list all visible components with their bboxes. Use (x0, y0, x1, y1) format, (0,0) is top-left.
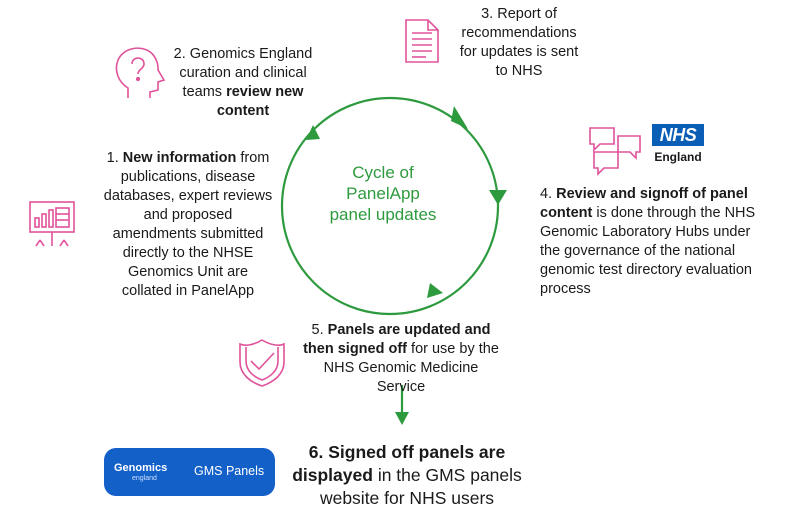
step-3-line-4: to NHS (495, 63, 543, 79)
gms-panels-badge: Genomics england GMS Panels (104, 448, 275, 496)
step-6-line-3: website for NHS users (319, 488, 495, 508)
step-1-line-4: and proposed (143, 207, 233, 223)
step-3-text: 3. Report of recommendations for updates… (444, 5, 594, 81)
step-1-line-2: publications, disease (120, 169, 256, 185)
step-1-line-8: collated in PanelApp (121, 283, 255, 299)
down-arrow-head (395, 412, 409, 425)
step-4-line-6: process (540, 281, 591, 297)
step-2-line-4: content (216, 103, 270, 119)
chat-bubbles-icon (589, 127, 641, 176)
step-4-line-4: the governance of the national (540, 243, 736, 259)
head-question-icon (115, 47, 166, 98)
center-line-2: PanelApp (346, 184, 420, 203)
step-3-line-2: recommendations (461, 25, 577, 41)
arrowhead-bottom-right (427, 283, 443, 298)
step-2-text: 2. Genomics England curation and clinica… (158, 45, 328, 121)
step-5-line-2: then signed off for use by the (303, 341, 499, 357)
center-line-1: Cycle of (352, 163, 414, 182)
step-3-line-3: for updates is sent (459, 44, 579, 60)
gms-brand: Genomics (114, 462, 168, 474)
step-4-line-5: genomic test directory evaluation (540, 262, 752, 278)
cycle-ring (280, 96, 500, 316)
step-1-line-6: directly to the NHSE (122, 245, 254, 261)
step-5-line-3: NHS Genomic Medicine (323, 360, 479, 376)
step-2-line-1: 2. Genomics England (173, 46, 313, 62)
gms-sub: england (132, 475, 157, 482)
step-5-line-1: 5. Panels are updated and (311, 322, 491, 338)
center-line-3: panel updates (329, 205, 437, 224)
shield-check-icon (239, 339, 285, 387)
document-icon (405, 19, 439, 63)
step-4-line-2: content is done through the NHS (540, 205, 756, 221)
nhs-logo: NHS (652, 124, 704, 146)
step-2-line-3: teams review new (182, 84, 304, 100)
gms-label: GMS Panels (194, 464, 265, 478)
cycle-center-label: Cycle of PanelApp panel updates (318, 162, 448, 225)
step-1-text: 1. New information from publications, di… (83, 149, 293, 301)
step-1-line-3: databases, expert reviews (103, 188, 273, 204)
arrowhead-top-right (451, 106, 468, 129)
step-4-text: 4. Review and signoff of panel content i… (540, 185, 798, 299)
step-2-line-2: curation and clinical (179, 65, 307, 81)
step-1-line-7: Genomics Unit are (127, 264, 249, 280)
step-3-line-1: 3. Report of (481, 6, 557, 22)
chart-presentation-icon (29, 201, 75, 247)
nhs-region: England (654, 150, 702, 164)
arrowhead-left (306, 125, 320, 140)
step-5-text: 5. Panels are updated and then signed of… (296, 321, 506, 397)
step-6-text: 6. Signed off panels are displayed in th… (282, 441, 532, 510)
step-6-line-2: displayed in the GMS panels (292, 465, 522, 485)
step-6-line-1: 6. Signed off panels are (308, 442, 506, 462)
step-4-line-3: Genomic Laboratory Hubs under (540, 224, 751, 240)
step-1-line-1: 1. New information from (106, 150, 270, 166)
step-1-line-5: amendments submitted (112, 226, 264, 242)
step-4-line-1: 4. Review and signoff of panel (540, 186, 748, 202)
arrowhead-right (489, 190, 507, 205)
step-5-line-4: Service (376, 379, 426, 395)
